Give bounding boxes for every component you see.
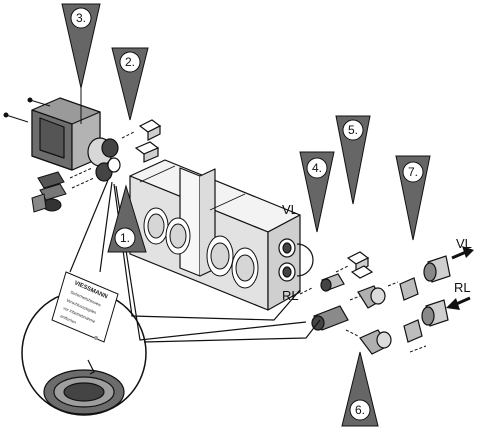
adapter-lower bbox=[311, 305, 349, 331]
tag-line4: entfernen bbox=[60, 313, 77, 324]
adapter-upper bbox=[320, 273, 345, 292]
valve-fittings bbox=[87, 137, 121, 182]
motion-arrows-left bbox=[69, 167, 95, 189]
removed-parts bbox=[31, 171, 67, 213]
step-label-4: 4. bbox=[312, 161, 322, 175]
step-pointer-5: 5. bbox=[335, 115, 371, 205]
step-pointer-3: 3. bbox=[61, 3, 101, 124]
step-label-6: 6. bbox=[355, 403, 365, 417]
step-label-3: 3. bbox=[76, 11, 86, 25]
boiler-module bbox=[129, 159, 301, 311]
step-label-2: 2. bbox=[125, 55, 135, 69]
warning-tag: VIESSMANN Sicherheitshinweis Verschlusss… bbox=[51, 271, 119, 343]
rl-label-module: RL bbox=[282, 288, 299, 303]
motion-arrow-step2 bbox=[121, 131, 135, 139]
pipe-end-upper bbox=[399, 255, 451, 301]
step-label-7: 7. bbox=[408, 165, 418, 179]
rl-label-pipe: RL bbox=[454, 280, 471, 295]
screw-icon bbox=[3, 97, 51, 123]
step-pointer-7: 7. bbox=[395, 155, 431, 241]
motion-arrows-right bbox=[299, 265, 427, 353]
step-pointer-1: 1. bbox=[107, 184, 147, 253]
module-openings bbox=[143, 207, 259, 289]
pipe-end-lower bbox=[403, 299, 449, 343]
step-pointer-2: 2. bbox=[111, 47, 149, 121]
control-box bbox=[31, 97, 101, 171]
flow-arrow-rl bbox=[446, 296, 471, 310]
clip-parts-step5 bbox=[346, 251, 374, 279]
clip-parts-upper bbox=[134, 119, 162, 163]
step-label-5: 5. bbox=[348, 123, 358, 137]
elbow-fitting-upper bbox=[357, 285, 386, 309]
flow-arrow-vl bbox=[451, 246, 474, 260]
plug-closeup bbox=[43, 359, 125, 415]
vl-label-pipe: VL bbox=[456, 236, 472, 251]
step-label-1: 1. bbox=[120, 231, 130, 245]
module-ports bbox=[278, 238, 314, 282]
vl-label-module: VL bbox=[282, 202, 298, 217]
detail-callout: VIESSMANN Sicherheitshinweis Verschlusss… bbox=[21, 271, 147, 416]
step-pointer-4: 4. bbox=[299, 151, 335, 233]
elbow-fitting-lower bbox=[359, 329, 392, 355]
step-pointer-6: 6. bbox=[341, 351, 379, 427]
